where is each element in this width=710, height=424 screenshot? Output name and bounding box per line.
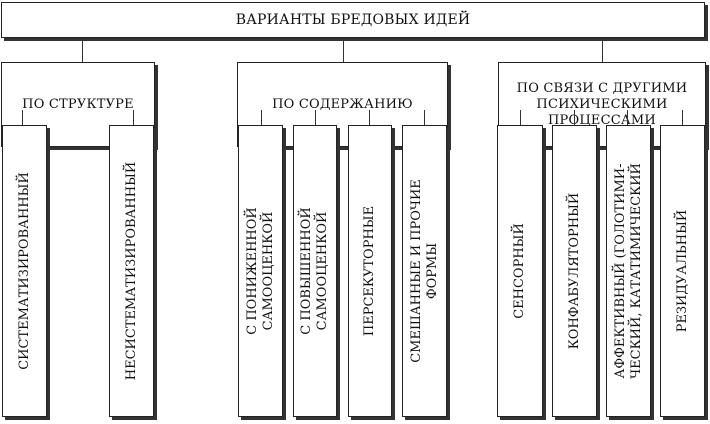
leaf-systematized: СИСТЕМАТИЗИРОВАННЫЙ (2, 125, 47, 417)
leaf-label: КОНФАБУЛЯТОРНЫЙ (566, 192, 582, 350)
leaf-label: РЕЗИДУАЛЬНЫЙ (674, 209, 690, 333)
leaf-label: СМЕШАННЫЕ И ПРОЧИЕ ФОРМЫ (408, 179, 440, 363)
connector (682, 110, 683, 125)
connector (82, 40, 83, 62)
leaf-mixed: СМЕШАННЫЕ И ПРОЧИЕ ФОРМЫ (402, 125, 447, 417)
leaf-label: С ПОНИЖЕННОЙ САМООЦЕНКОЙ (244, 207, 276, 335)
connector (261, 110, 262, 125)
connector (627, 110, 628, 125)
leaf-persecutory: ПЕРСЕКУТОРНЫЕ (348, 125, 392, 417)
connector (22, 110, 23, 125)
leaf-label: АФФЕКТИВНЫЙ (ГОЛОТИМИ- ЧЕСКИЙ, КАТАТИМИЧ… (612, 163, 644, 379)
connector (315, 110, 316, 125)
leaf-label: С ПОВЫШЕННОЙ САМООЦЕНКОЙ (299, 207, 330, 335)
leaf-label: СЕНСОРНЫЙ (512, 223, 527, 319)
connector (369, 110, 370, 125)
leaf-residual: РЕЗИДУАЛЬНЫЙ (660, 125, 705, 417)
leaf-affective: АФФЕКТИВНЫЙ (ГОЛОТИМИ- ЧЕСКИЙ, КАТАТИМИЧ… (606, 125, 651, 417)
leaf-confabulatory: КОНФАБУЛЯТОРНЫЙ (552, 125, 597, 417)
connector (574, 110, 575, 125)
group-label: ПО СВЯЗИ С ДРУГИМИ ПСИХИЧЕСКИМИ ПРОЦЕССА… (516, 80, 688, 128)
root-label: ВАРИАНТЫ БРЕДОВЫХ ИДЕЙ (235, 12, 471, 28)
group-label: ПО СОДЕРЖАНИЮ (272, 96, 413, 112)
leaf-high-selfesteem: С ПОВЫШЕННОЙ САМООЦЕНКОЙ (293, 125, 337, 417)
leaf-label: СИСТЕМАТИЗИРОВАННЫЙ (16, 172, 32, 370)
leaf-label: НЕСИСТЕМАТИЗИРОВАННЫЙ (123, 161, 139, 381)
leaf-unsystematized: НЕСИСТЕМАТИЗИРОВАННЫЙ (109, 125, 154, 417)
connector (424, 110, 425, 125)
connector (133, 110, 134, 125)
root-node: ВАРИАНТЫ БРЕДОВЫХ ИДЕЙ (1, 2, 705, 38)
group-label: ПО СТРУКТУРЕ (22, 96, 134, 112)
leaf-low-selfesteem: С ПОНИЖЕННОЙ САМООЦЕНКОЙ (238, 125, 283, 417)
connector (602, 40, 603, 62)
connector (343, 40, 344, 62)
leaf-label: ПЕРСЕКУТОРНЫЕ (362, 205, 377, 337)
connector (520, 110, 521, 125)
leaf-sensory: СЕНСОРНЫЙ (497, 125, 543, 417)
